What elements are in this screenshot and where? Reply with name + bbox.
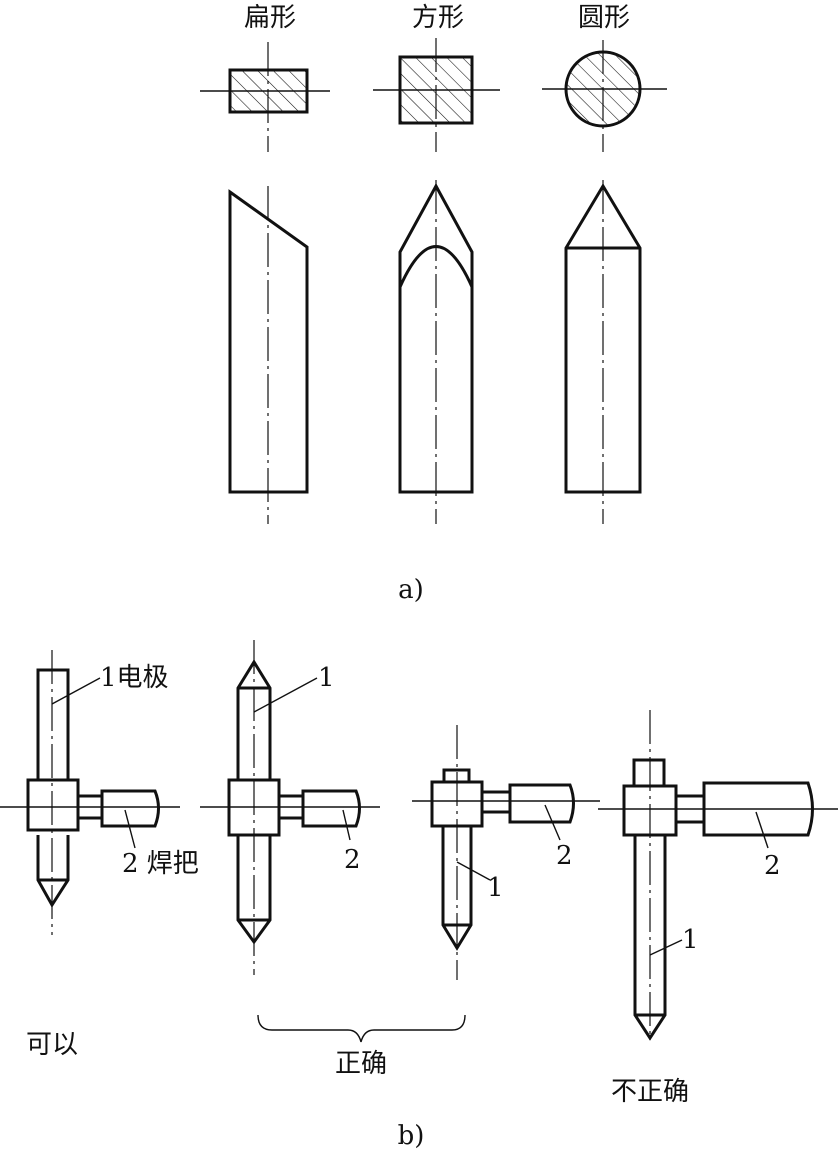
callout-electrode: 1 [682, 925, 699, 955]
assembly-correct-2: 1 2 [412, 725, 600, 980]
holder-handle [508, 783, 575, 824]
round-shape-label: 圆形 [578, 3, 630, 33]
flat-electrode-tip [228, 186, 309, 524]
flat-cross-section [200, 42, 330, 152]
verdict-correct: 正确 [335, 1049, 387, 1079]
holder-handle [702, 781, 814, 837]
verdict-incorrect: 不正确 [611, 1077, 689, 1107]
electrode-lower [633, 835, 667, 1041]
electrode-upper [36, 668, 70, 782]
holder-handle [100, 789, 160, 828]
callout-electrode: 1 [487, 873, 504, 903]
callout-electrode: 1 [318, 663, 335, 693]
clamp-body [26, 778, 80, 832]
electrode-lower [441, 826, 473, 951]
part-a-caption: a) [398, 575, 424, 605]
round-cross-section [542, 40, 667, 152]
part-b: 1电极 2 焊把 可以 1 2 [0, 640, 838, 1151]
round-electrode-tip [564, 180, 642, 524]
electrode-stub [632, 758, 666, 788]
callout-electrode: 1电极 [100, 663, 169, 693]
electrode-upper [236, 659, 272, 780]
callout-holder: 2 [556, 841, 573, 871]
square-cross-section [373, 38, 500, 152]
part-b-caption: b) [398, 1121, 425, 1151]
clamp-neck [480, 790, 512, 814]
square-shape-label: 方形 [412, 3, 464, 33]
verdict-acceptable: 可以 [26, 1030, 78, 1060]
part-a: 扁形 方形 圆形 [200, 3, 667, 605]
assembly-acceptable: 1电极 2 焊把 可以 [0, 650, 199, 1060]
flat-shape-label: 扁形 [244, 3, 296, 33]
square-electrode-tip [398, 180, 474, 524]
callout-holder: 2 [344, 845, 361, 875]
assembly-correct-1: 1 2 [200, 640, 380, 975]
callout-holder: 2 [764, 851, 781, 881]
holder-handle [301, 789, 361, 828]
electrode-lower [36, 835, 70, 908]
electrode-lower [236, 835, 272, 945]
assembly-incorrect: 1 2 不正确 [598, 710, 838, 1107]
correct-brace [257, 1014, 466, 1043]
callout-holder: 2 焊把 [122, 849, 199, 879]
